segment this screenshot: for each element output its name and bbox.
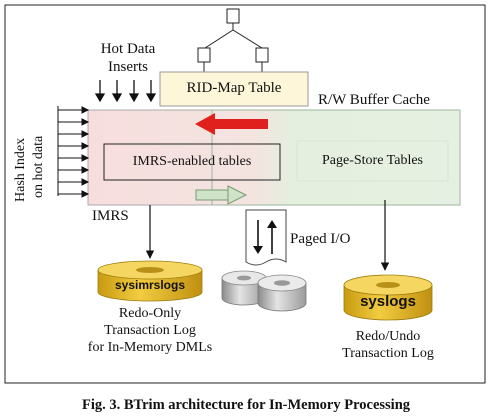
hash-index-arrows — [57, 106, 90, 198]
transaction-log-line-2: Transaction Log — [342, 346, 434, 361]
disk-storage-icon — [221, 270, 307, 312]
imrs-enabled-tables-label: IMRS-enabled tables — [132, 154, 252, 169]
rw-buffer-cache-label: R/W Buffer Cache — [318, 92, 430, 108]
hot-data-arrows — [94, 80, 157, 103]
paged-io-label: Paged I/O — [290, 231, 351, 247]
rid-map-table-label: RID-Map Table — [186, 80, 282, 96]
rw-buffer-cache-box — [211, 109, 461, 206]
syslogs-disk — [343, 274, 433, 321]
redo-undo-log-label: Redo/Undo Transaction Log — [318, 328, 458, 362]
figure-caption: Fig. 3. BTrim architecture for In-Memory… — [81, 397, 411, 413]
in-memory-dmls-line: for In-Memory DMLs — [87, 340, 213, 355]
hash-index-label-line1: Hash Index — [13, 137, 28, 202]
page-store-tables-label: Page-Store Tables — [321, 153, 423, 168]
rid-map-tree-icon — [197, 8, 269, 72]
paged-io-icon — [245, 209, 287, 266]
sysimrslogs-disk — [97, 260, 203, 302]
outer-frame — [4, 4, 486, 384]
rid-map-table-box — [159, 71, 309, 107]
redo-only-log-label: Redo-Only Transaction Log for In-Memory … — [60, 305, 240, 356]
redo-only-line: Redo-Only — [118, 306, 182, 321]
hot-data-inserts-label: Hot Data Inserts — [78, 42, 178, 75]
imrs-label: IMRS — [92, 208, 129, 224]
syslogs-label: syslogs — [360, 293, 416, 310]
hash-index-label-line2: on hot data — [31, 135, 46, 198]
transaction-log-line: Transaction Log — [104, 323, 196, 338]
green-migration-arrow — [195, 185, 248, 205]
imrs-enabled-tables-box — [103, 143, 281, 181]
page-store-tables-box — [296, 140, 449, 182]
hot-data-line: Hot Data — [100, 41, 156, 57]
sysimrslogs-label: sysimrslogs — [114, 278, 186, 292]
inserts-line: Inserts — [108, 59, 148, 75]
redo-undo-line: Redo/Undo — [355, 329, 421, 344]
red-migration-arrow — [195, 113, 268, 135]
